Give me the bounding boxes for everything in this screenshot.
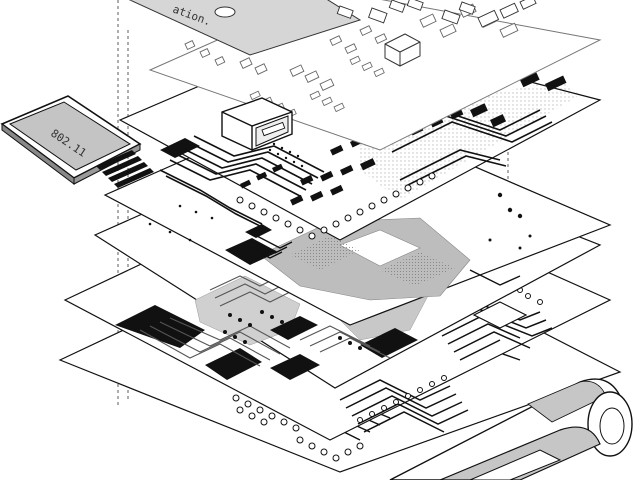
layer4-vias: [232, 287, 543, 432]
usb-connector-icon: [221, 97, 293, 151]
layer3-pads: [223, 310, 362, 350]
top-bus-traces: [159, 109, 553, 231]
top-fine-grid: [268, 142, 304, 168]
layer2-traces: [244, 234, 521, 286]
top-components-black: [239, 60, 567, 206]
top-module-board: ation.: [128, 0, 537, 67]
top-pads: [236, 172, 436, 240]
layer2-vias: [148, 192, 532, 250]
battery-icon: [389, 378, 633, 480]
silk-components: [184, 3, 519, 91]
layer3-traces: [139, 275, 391, 367]
wifi-module-icon: 802.11: [0, 95, 154, 188]
bottom-pads: [236, 406, 364, 462]
